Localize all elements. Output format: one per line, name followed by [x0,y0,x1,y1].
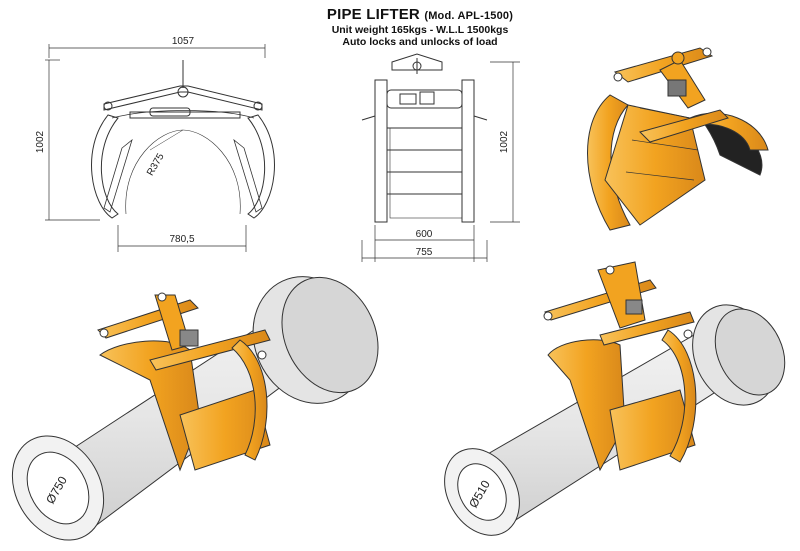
pipe-assembly-750 [11,276,379,541]
title-block: PIPE LIFTER (Mod. APL-1500) Unit weight … [0,6,800,48]
spec-line: Unit weight 165kgs - W.L.L 1500kgs [331,24,509,36]
pipe-assembly-510 [444,261,786,536]
front-height-label: 1002 [35,130,46,153]
feature-line: Auto locks and unlocks of load [342,36,498,48]
side-height-label: 1002 [499,130,510,153]
opening-label: 780,5 [169,234,194,245]
radius-label: R375 [145,151,167,178]
page-title: PIPE LIFTER (Mod. APL-1500) [40,6,800,23]
front-view-drawing [45,44,275,252]
side-view-drawing [361,53,520,262]
front-width-label: 1057 [172,36,195,47]
lifter-3d-illustration [587,47,769,231]
side-outer-width-label: 755 [416,247,433,258]
model-text: (Mod. APL-1500) [424,10,514,22]
side-inner-width-label: 600 [416,229,433,240]
title-text: PIPE LIFTER [326,6,420,23]
